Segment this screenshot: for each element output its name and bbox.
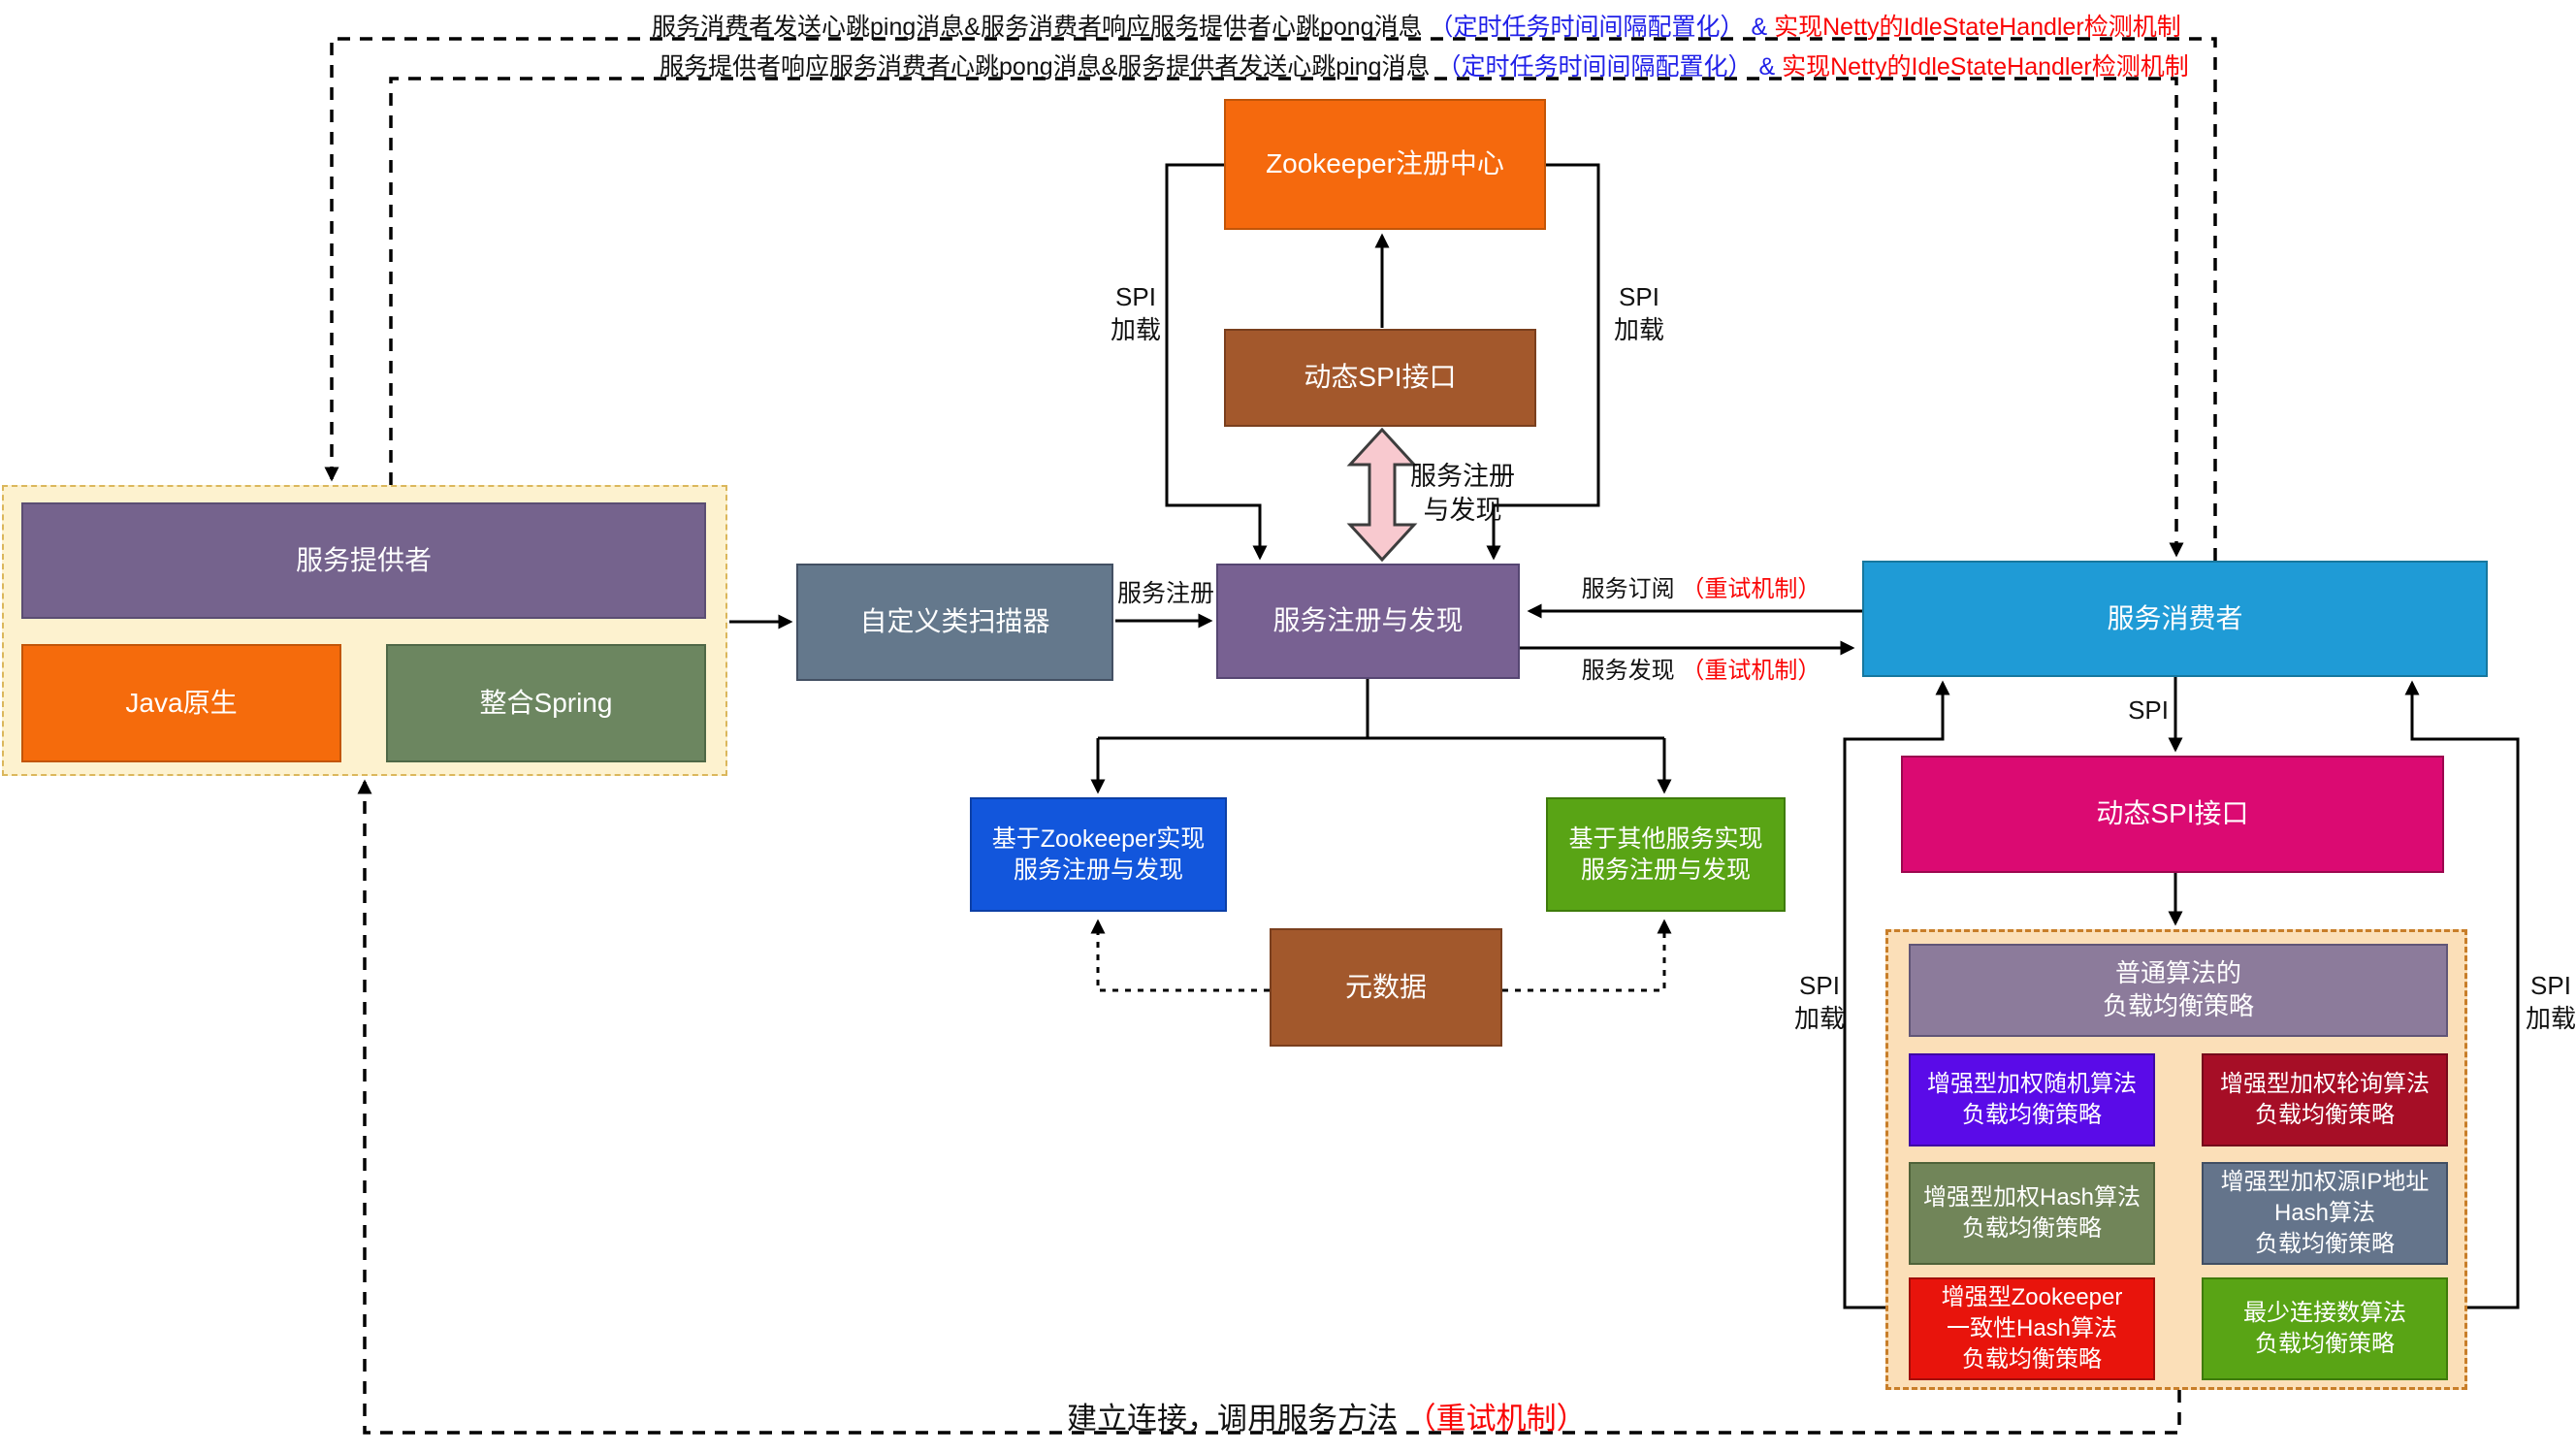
spi-load-line2: 加载 xyxy=(1110,314,1161,344)
lb-label-line1: 增强型加权轮询算法 xyxy=(2220,1071,2430,1098)
node-registry-discovery: 服务注册与发现 xyxy=(1216,564,1520,679)
label-spi-load-bottom-left: SPI 加载 xyxy=(1775,970,1864,1036)
establish-text: 建立连接，调用服务方法 xyxy=(1067,1402,1406,1436)
node-dynamic-spi-right: 动态SPI接口 xyxy=(1901,756,2444,873)
node-label: 服务提供者 xyxy=(295,544,432,575)
edge-metadata-to-otherimpl xyxy=(1502,919,1672,992)
lb-label-line1: 最少连接数算法 xyxy=(2243,1300,2406,1327)
spi-load-line1: SPI xyxy=(1115,282,1156,311)
node-zookeeper-impl: 基于Zookeeper实现 服务注册与发现 xyxy=(970,797,1227,912)
node-label: 自定义类扫描器 xyxy=(859,606,1050,637)
lb-label-line1: 增强型加权随机算法 xyxy=(1927,1071,2137,1098)
label-spi-load-top-right: SPI 加载 xyxy=(1594,281,1684,347)
spi-load-line1: SPI xyxy=(1799,971,1840,1000)
spi-load-line2: 加载 xyxy=(1613,314,1664,344)
note-amp: & xyxy=(1751,14,1768,41)
edge-lb-spi-load-left xyxy=(1843,680,1950,1309)
note-netty: 实现Netty的IdleStateHandler检测机制 xyxy=(1774,14,2181,41)
node-label: 动态SPI接口 xyxy=(2096,798,2249,829)
label-service-register: 服务注册 xyxy=(1116,580,1214,607)
node-service-provider: 服务提供者 xyxy=(21,502,706,619)
label-spi-consumer: SPI xyxy=(2128,695,2169,725)
node-java-native: Java原生 xyxy=(21,644,341,762)
node-metadata: 元数据 xyxy=(1270,928,1502,1047)
lb-label-line1: 增强型Zookeeper xyxy=(1941,1284,2123,1311)
edge-registry-branch xyxy=(1098,679,1664,740)
lb-label-line2: 负载均衡策略 xyxy=(2255,1102,2395,1128)
discover-text: 服务发现 xyxy=(1581,658,1682,684)
lb-label-line2: 负载均衡策略 xyxy=(1962,1102,2102,1128)
lb-label-line3: 负载均衡策略 xyxy=(2255,1230,2395,1257)
lb-weighted-roundrobin: 增强型加权轮询算法 负载均衡策略 xyxy=(2202,1053,2448,1146)
lb-label-line2: 负载均衡策略 xyxy=(1962,1215,2102,1242)
node-label: 动态SPI接口 xyxy=(1304,362,1457,393)
edge-metadata-to-zkimpl xyxy=(1090,919,1270,992)
node-label: Java原生 xyxy=(125,687,238,718)
node-spring-integration: 整合Spring xyxy=(386,644,706,762)
edge-lb-spi-load-right xyxy=(2404,680,2520,1309)
lb-weighted-random: 增强型加权随机算法 负载均衡策略 xyxy=(1909,1053,2155,1146)
register-discover-line2: 与发现 xyxy=(1423,496,1502,526)
edge-heartbeat-provider-to-consumer xyxy=(389,77,2184,558)
node-label: Zookeeper注册中心 xyxy=(1266,148,1504,179)
note-text: 服务提供者响应服务消费者心跳pong消息&服务提供者发送心跳ping消息 xyxy=(660,53,1431,81)
lb-label-line2: 一致性Hash算法 xyxy=(1946,1315,2118,1342)
node-dynamic-spi-top: 动态SPI接口 xyxy=(1224,329,1536,427)
node-label-line2: 服务注册与发现 xyxy=(1580,856,1751,884)
node-label-line2: 服务注册与发现 xyxy=(1013,856,1183,884)
label-service-discover: 服务发现 （重试机制） xyxy=(1575,656,1827,686)
lb-label-line1: 增强型加权源IP地址 xyxy=(2220,1169,2430,1196)
note-netty: 实现Netty的IdleStateHandler检测机制 xyxy=(1782,53,2189,81)
label-spi-load-top-left: SPI 加载 xyxy=(1091,281,1180,347)
note-text: 服务消费者发送心跳ping消息&服务消费者响应服务提供者心跳pong消息 xyxy=(652,14,1423,41)
node-zookeeper-center: Zookeeper注册中心 xyxy=(1224,99,1546,230)
lb-source-ip-hash: 增强型加权源IP地址 Hash算法 负载均衡策略 xyxy=(2202,1162,2448,1265)
lb-label-line2: Hash算法 xyxy=(2273,1200,2376,1227)
node-label-line1: 基于Zookeeper实现 xyxy=(991,824,1206,853)
node-label: 整合Spring xyxy=(479,687,613,718)
node-service-consumer: 服务消费者 xyxy=(1862,561,2488,677)
lb-label-line2: 负载均衡策略 xyxy=(2255,1331,2395,1357)
lb-weighted-hash: 增强型加权Hash算法 负载均衡策略 xyxy=(1909,1162,2155,1265)
node-other-impl: 基于其他服务实现 服务注册与发现 xyxy=(1546,797,1786,912)
lb-label-line3: 负载均衡策略 xyxy=(1962,1345,2102,1372)
label-service-subscribe: 服务订阅 （重试机制） xyxy=(1575,574,1827,604)
node-label-line1: 基于其他服务实现 xyxy=(1568,824,1763,853)
subscribe-retry: （重试机制） xyxy=(1681,576,1821,602)
service-register-discover-arrow xyxy=(1346,427,1418,563)
lb-zookeeper-consistent-hash: 增强型Zookeeper 一致性Hash算法 负载均衡策略 xyxy=(1909,1277,2155,1380)
spi-load-line2: 加载 xyxy=(1793,1003,1845,1033)
register-discover-line1: 服务注册 xyxy=(1410,462,1515,491)
lb-least-connections: 最少连接数算法 负载均衡策略 xyxy=(2202,1277,2448,1380)
note-config: （定时任务时间间隔配置化） xyxy=(1429,14,1745,41)
label-register-discover: 服务注册 与发现 xyxy=(1404,460,1521,528)
lb-header-line1: 普通算法的 xyxy=(2114,958,2241,988)
spi-load-line2: 加载 xyxy=(2525,1003,2576,1033)
heartbeat-note-provider: 服务提供者响应服务消费者心跳pong消息&服务提供者发送心跳ping消息 （定时… xyxy=(660,48,2189,82)
subscribe-text: 服务订阅 xyxy=(1581,576,1682,602)
note-amp: & xyxy=(1758,53,1776,81)
node-label: 元数据 xyxy=(1344,971,1427,1002)
label-spi-load-bottom-right: SPI 加载 xyxy=(2506,970,2576,1036)
node-label: 服务消费者 xyxy=(2107,602,2243,633)
discover-retry: （重试机制） xyxy=(1681,658,1821,684)
spi-load-line1: SPI xyxy=(2530,971,2571,1000)
establish-retry: （重试机制） xyxy=(1405,1402,1587,1436)
edge-spi-load-left xyxy=(1165,163,1268,561)
node-class-scanner: 自定义类扫描器 xyxy=(796,564,1113,681)
note-config: （定时任务时间间隔配置化） xyxy=(1436,53,1753,81)
heartbeat-note-consumer: 服务消费者发送心跳ping消息&服务消费者响应服务提供者心跳pong消息 （定时… xyxy=(652,8,2181,43)
lb-header-line2: 负载均衡策略 xyxy=(2102,991,2254,1020)
lb-header: 普通算法的 负载均衡策略 xyxy=(1909,944,2448,1037)
node-label: 服务注册与发现 xyxy=(1272,605,1464,636)
edge-spi-load-right xyxy=(1486,163,1600,561)
lb-label-line1: 增强型加权Hash算法 xyxy=(1922,1184,2141,1211)
label-establish-connection: 建立连接，调用服务方法 （重试机制） xyxy=(1067,1394,1587,1437)
spi-load-line1: SPI xyxy=(1619,282,1659,311)
